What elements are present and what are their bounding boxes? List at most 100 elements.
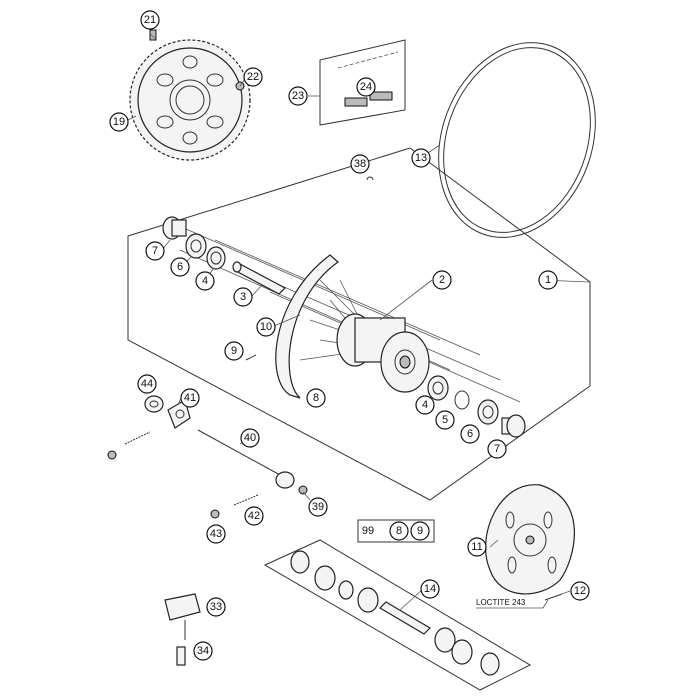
rear-hub [336, 313, 430, 393]
chain-adjuster [167, 399, 191, 429]
bearing-kit-outline [263, 539, 532, 691]
callout-1-circle [538, 270, 558, 290]
callout-38: 38 [350, 154, 370, 174]
chain-kit [308, 39, 406, 126]
callout-13: 13 [411, 148, 431, 168]
callout-41-label: 41 [184, 392, 196, 404]
callout-23-label: 23 [292, 90, 304, 102]
callout-24-label: 24 [360, 81, 372, 93]
valve-stem [176, 646, 186, 666]
callout-4-right-circle [415, 395, 435, 415]
wheel-rim [275, 254, 339, 399]
callout-4-left-label: 4 [202, 275, 208, 287]
callout-38-label: 38 [354, 158, 366, 170]
callout-7-left-label: 7 [152, 245, 158, 257]
callout-38-circle [350, 154, 370, 174]
callout-23-circle [288, 86, 308, 106]
callout-43-circle [206, 524, 226, 544]
callout-14-circle [420, 579, 440, 599]
seal-right [477, 399, 499, 425]
rear-axle [197, 429, 295, 489]
callout-43-label: 43 [210, 528, 222, 540]
callout-19-label: 19 [113, 116, 125, 128]
kit-label-8: 8 [396, 525, 402, 537]
spacer-left [162, 216, 187, 240]
bearing-kit-parts [290, 550, 500, 676]
callout-34-circle [193, 641, 213, 661]
callout-2: 2 [432, 270, 452, 290]
brake-disc [485, 484, 575, 595]
callout-3: 3 [233, 287, 253, 307]
clip [366, 176, 374, 181]
callout-6-right-circle [460, 424, 480, 444]
callout-1-label: 1 [545, 274, 551, 286]
callout-14-label: 14 [424, 583, 436, 595]
callout-3-label: 3 [240, 291, 246, 303]
callout-12-circle [570, 581, 590, 601]
callout-6-left-circle [170, 257, 190, 277]
callout-24: 24 [356, 77, 376, 97]
callout-4-right: 4 [415, 395, 435, 415]
callout-12: 12 [570, 581, 590, 601]
callout-39-label: 39 [312, 501, 324, 513]
seal-left [185, 233, 207, 259]
callout-40-circle [240, 428, 260, 448]
kit-label-99: 99 [362, 525, 374, 537]
callout-7-right-circle [487, 439, 507, 459]
distance-tube [232, 261, 286, 295]
callout-33-circle [206, 597, 226, 617]
callout-44-label: 44 [141, 378, 153, 390]
valve-housing [164, 593, 201, 640]
loctite-note: LOCTITE 243 [476, 598, 549, 609]
callout-42-circle [244, 506, 264, 526]
callout-6-left-label: 6 [177, 261, 183, 273]
callout-9: 9 [224, 341, 244, 361]
axle-nut [298, 485, 308, 495]
callout-44-circle [137, 374, 157, 394]
loctite-label: LOCTITE 243 [476, 598, 526, 607]
callout-7-left-circle [145, 241, 165, 261]
callout-21-circle [140, 10, 160, 30]
adjuster-screw-left [107, 431, 151, 460]
callout-7-left: 7 [145, 241, 165, 261]
callout-33: 33 [206, 597, 226, 617]
callout-6-right: 6 [460, 424, 480, 444]
callout-3-circle [233, 287, 253, 307]
callout-4-left: 4 [195, 271, 215, 291]
sprocket-bolt [149, 29, 157, 41]
callout-34-label: 34 [197, 645, 209, 657]
callout-5-circle [435, 410, 455, 430]
callout-11-label: 11 [471, 541, 482, 553]
callout-23: 23 [288, 86, 308, 106]
rim-band [438, 42, 596, 238]
bearing-left [206, 246, 226, 270]
callout-10-circle [256, 317, 276, 337]
callout-9-circle [224, 341, 244, 361]
callout-39-circle [308, 497, 328, 517]
callout-40: 40 [240, 428, 260, 448]
callout-24-circle [356, 77, 376, 97]
callout-6-left: 6 [170, 257, 190, 277]
callout-22-circle [243, 67, 263, 87]
callout-21-label: 21 [144, 14, 156, 26]
callout-8-label: 8 [313, 392, 319, 404]
hub-screw [245, 354, 257, 361]
callout-10: 10 [256, 317, 276, 337]
chain-adjuster-nut [144, 395, 164, 413]
adjuster-screw-right [210, 494, 259, 519]
kit-label-9: 9 [417, 525, 423, 537]
callout-41-circle [180, 388, 200, 408]
callout-19-circle [109, 112, 129, 132]
spacer-right [501, 414, 526, 438]
callout-8: 8 [306, 388, 326, 408]
callout-5-label: 5 [442, 414, 448, 426]
callout-6-right-label: 6 [467, 428, 473, 440]
callout-41: 41 [180, 388, 200, 408]
kit-box: 99 8 9 [357, 519, 435, 543]
callout-4-left-circle [195, 271, 215, 291]
callout-22: 22 [243, 67, 263, 87]
disc-screw [544, 593, 563, 601]
callout-39: 39 [308, 497, 328, 517]
callout-7-right: 7 [487, 439, 507, 459]
circlip-right [454, 390, 470, 410]
